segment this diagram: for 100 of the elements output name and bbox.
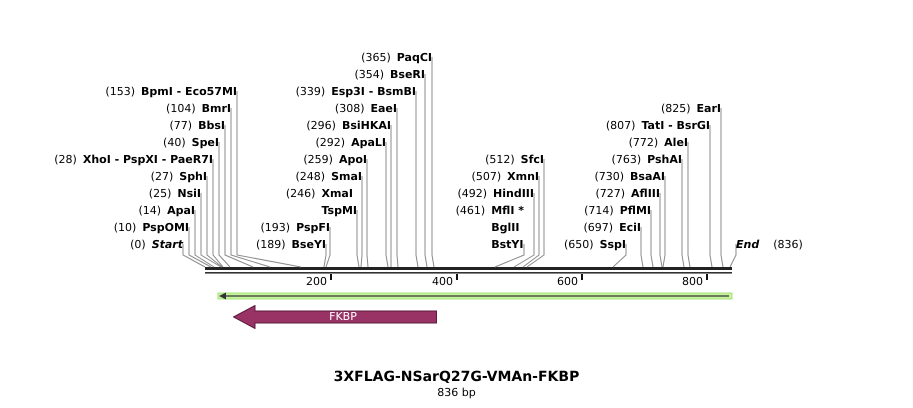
enzyme-name: Esp3I - BsmBI xyxy=(331,84,416,100)
enzyme-name: PshAI xyxy=(647,152,682,168)
leader-line xyxy=(218,142,230,268)
position-number: (27) xyxy=(150,168,174,184)
sequence-end-label: Start xyxy=(152,236,183,252)
leader-line xyxy=(206,176,222,268)
leader-line xyxy=(650,210,654,268)
enzyme-name: HindIII xyxy=(493,186,534,202)
leader-line xyxy=(416,90,418,268)
enzyme-name: BsaAI xyxy=(630,168,665,184)
leader-line xyxy=(522,176,540,268)
leader-line xyxy=(526,158,544,268)
enzyme-name: SmaI xyxy=(331,168,362,184)
position-number: (248) xyxy=(296,168,326,184)
position-number: (339) xyxy=(296,84,326,100)
enzyme-name: XmnI xyxy=(507,168,539,184)
enzyme-name: PspFI xyxy=(296,220,330,236)
leader-line xyxy=(194,210,214,268)
feature-band xyxy=(218,292,732,300)
leader-line xyxy=(366,158,368,268)
position-number: (25) xyxy=(148,186,172,202)
caption: 836 bp xyxy=(436,386,477,400)
enzyme-name: EaeI xyxy=(370,100,397,116)
leader-line xyxy=(200,192,222,268)
enzyme-name: ApaLI xyxy=(351,134,386,150)
position-number: (259) xyxy=(303,152,333,168)
leader-line xyxy=(236,90,302,268)
sequence-end-label: End xyxy=(736,236,760,252)
leader-line xyxy=(390,124,392,268)
enzyme-name: BseRI xyxy=(390,66,425,82)
enzyme-name: BpmI - Eco57MI xyxy=(141,84,237,100)
position-number: (512) xyxy=(485,152,515,168)
enzyme-name: BmrI xyxy=(202,100,231,116)
enzyme-name: AleI xyxy=(664,134,688,150)
leader-line xyxy=(212,158,224,268)
enzyme-name: MflI * xyxy=(491,202,524,218)
leader-line xyxy=(326,226,330,268)
enzyme-name: TspMI xyxy=(321,202,357,218)
leader-line xyxy=(612,244,626,268)
position-number: (763) xyxy=(612,152,642,168)
leader-line xyxy=(396,108,398,268)
enzyme-name: PaqCI xyxy=(396,50,432,66)
position-number: (0) xyxy=(130,236,146,252)
position-number: (825) xyxy=(660,100,691,116)
sequence-bar xyxy=(205,267,732,274)
enzyme-name: SphI xyxy=(179,168,207,184)
position-number: (354) xyxy=(354,66,384,82)
leader-line xyxy=(386,142,388,268)
position-number: (189) xyxy=(256,236,286,252)
position-number: (308) xyxy=(334,100,364,116)
leader-line xyxy=(640,226,644,268)
position-number: (461) xyxy=(456,202,486,218)
leader-line xyxy=(660,192,662,268)
tick-label: 200 xyxy=(306,275,327,289)
position-number: (40) xyxy=(163,134,186,150)
position-number: (772) xyxy=(628,134,658,150)
diagram-title: 3XFLAG-NSarQ27G-VMAn-FKBP xyxy=(332,368,580,386)
leader-line xyxy=(324,244,326,268)
enzyme-name: BsiHKAI xyxy=(342,118,391,134)
leader-line xyxy=(230,108,270,268)
position-number: (10) xyxy=(114,220,136,236)
leader-line xyxy=(720,108,724,268)
position-number: (807) xyxy=(606,118,636,134)
enzyme-name: ApaI xyxy=(167,202,195,218)
enzyme-name: SspI xyxy=(600,236,626,252)
position-number: (77) xyxy=(170,118,192,134)
enzyme-name: BstYI xyxy=(491,236,524,252)
enzyme-name: XhoI - PspXI - PaeR7I xyxy=(82,152,213,168)
position-number: (296) xyxy=(306,118,336,134)
leader-line xyxy=(514,192,534,268)
position-number: (365) xyxy=(361,50,391,66)
position-number: (104) xyxy=(166,100,196,116)
enzyme-name: ApoI xyxy=(338,152,367,168)
enzyme-name: BbsI xyxy=(198,118,225,134)
enzyme-name: SfcI xyxy=(520,152,544,168)
position-number: (14) xyxy=(138,202,162,218)
feature-label: FKBP xyxy=(328,309,358,325)
enzyme-name: TatI - BsrGI xyxy=(641,118,710,134)
position-number: (697) xyxy=(584,220,614,236)
enzyme-name: XmaI xyxy=(321,186,354,202)
position-number: (153) xyxy=(105,84,136,100)
position-number: (727) xyxy=(595,186,626,202)
leader-line xyxy=(710,124,712,268)
tick-label: 600 xyxy=(557,275,578,289)
enzyme-name: AflIII xyxy=(631,186,660,202)
leader-line xyxy=(688,142,690,268)
leader-line xyxy=(424,74,428,268)
position-number: (28) xyxy=(54,152,77,168)
position-number: (730) xyxy=(594,168,624,184)
enzyme-name: BglII xyxy=(491,220,520,236)
leader-line xyxy=(182,244,206,268)
leader-line xyxy=(224,124,254,268)
enzyme-name: BseYI xyxy=(292,236,326,252)
position-number: (292) xyxy=(315,134,346,150)
leader-line xyxy=(360,176,362,268)
position-number: (836) xyxy=(773,236,803,252)
position-number: (492) xyxy=(457,186,488,202)
leader-line xyxy=(682,158,684,268)
enzyme-name: NsiI xyxy=(177,186,201,202)
leader-line xyxy=(188,226,212,268)
